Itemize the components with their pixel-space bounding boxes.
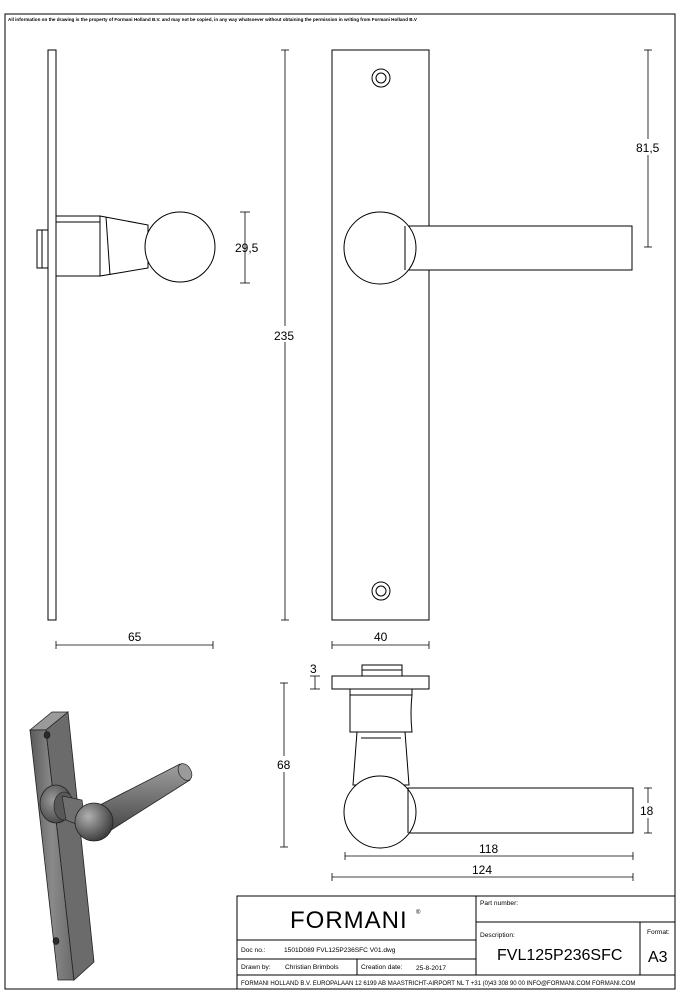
render-knob-ball xyxy=(74,802,114,842)
dim-lever-depth-gap xyxy=(272,756,298,772)
description-value: FVL125P236SFC xyxy=(497,947,622,964)
render-top-screw xyxy=(43,731,51,739)
isometric-render xyxy=(28,711,193,981)
top-view-ball xyxy=(343,775,417,849)
dim-lever-thickness-gap xyxy=(638,803,658,818)
top-screw-hole xyxy=(371,68,391,88)
format-label: Format: xyxy=(647,929,670,936)
render-bottom-screw xyxy=(52,937,60,945)
dim-projection-label: 65 xyxy=(128,630,142,644)
dim-lever-length-total-label: 124 xyxy=(472,863,492,877)
top-view-backplate xyxy=(331,675,430,690)
dim-lever-length-inner xyxy=(344,852,634,860)
description-label: Description: xyxy=(480,932,515,939)
front-view-backplate xyxy=(331,49,430,621)
side-view-rose xyxy=(55,215,101,277)
dim-rose-offset-gap xyxy=(634,139,662,155)
copyright-notice: All information on the drawing is the pr… xyxy=(8,17,418,22)
company-footer: FORMANI HOLLAND B.V. EUROPALAAN 12 6199 … xyxy=(241,981,635,987)
dim-door-gap xyxy=(310,675,320,690)
dim-plate-height-gap xyxy=(272,326,298,342)
side-view-neck xyxy=(99,215,149,277)
drawn-by-label: Drawn by: xyxy=(241,964,271,971)
brand-registered-mark: ® xyxy=(416,909,421,916)
dim-plate-width xyxy=(331,641,430,649)
dim-knob-diameter-label: 29,5 xyxy=(235,241,259,255)
top-view-neck xyxy=(352,731,410,786)
creation-date-label: Creation date: xyxy=(361,964,403,971)
title-block xyxy=(236,895,676,990)
doc-no-value: 1501D089 FVL125P236SFC V01.dwg xyxy=(284,947,396,954)
front-view xyxy=(331,49,633,621)
part-number-label: Part number: xyxy=(480,900,518,907)
doc-no-label: Doc no.: xyxy=(241,947,266,954)
dim-lever-length-inner-label: 118 xyxy=(479,842,498,856)
dim-projection xyxy=(55,641,214,649)
top-view-lever-bar xyxy=(407,787,634,834)
dim-plate-width-label: 40 xyxy=(374,630,388,644)
dim-knob-diameter xyxy=(240,211,250,284)
side-view xyxy=(36,49,216,621)
top-view xyxy=(331,664,634,849)
dim-lever-thickness-label: 18 xyxy=(640,804,654,818)
creation-date-value: 25-8-2017 xyxy=(416,965,446,972)
side-view-backplate xyxy=(47,49,57,621)
dim-plate-height-label: 235 xyxy=(274,329,294,343)
bottom-screw-hole xyxy=(371,581,391,601)
front-view-rose-ball xyxy=(343,211,417,285)
dim-lever-length-total xyxy=(331,873,634,881)
dim-lever-depth-label: 68 xyxy=(277,758,291,772)
side-view-knob-ball xyxy=(144,211,216,283)
brand-logo: FORMANI xyxy=(290,907,408,934)
dim-rose-offset-label: 81,5 xyxy=(636,141,660,155)
drawn-by-value: Christian Brimbols xyxy=(285,964,339,971)
dim-door-gap-label: 3 xyxy=(310,662,317,676)
format-value: A3 xyxy=(648,949,668,966)
front-view-lever-bar xyxy=(404,225,633,271)
